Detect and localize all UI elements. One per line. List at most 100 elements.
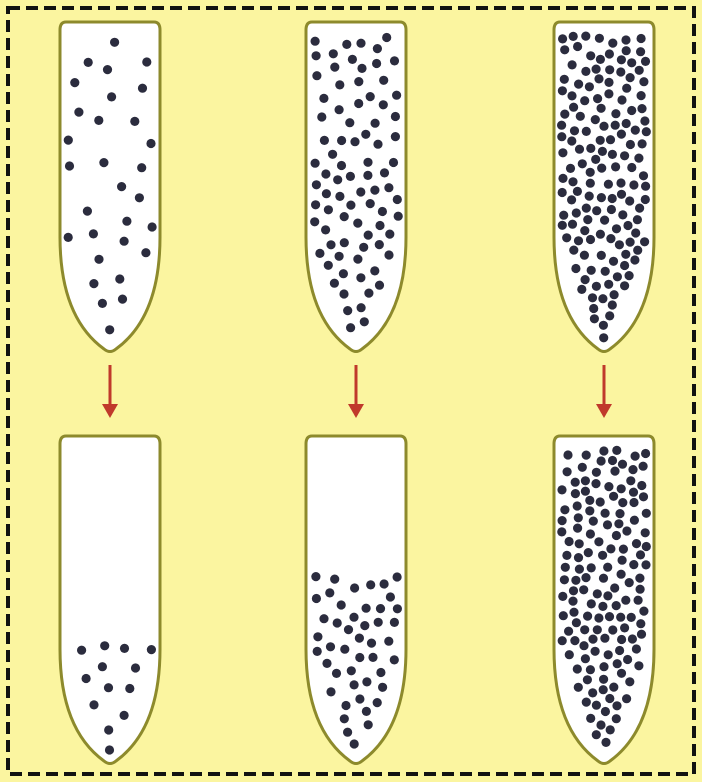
- particle-dot-icon: [605, 65, 614, 74]
- particle-dot-icon: [346, 172, 355, 181]
- particle-dot-icon: [596, 136, 605, 145]
- particle-dot-icon: [599, 446, 608, 455]
- particle-dot-icon: [633, 246, 642, 255]
- particle-dot-icon: [349, 613, 358, 622]
- particle-dot-icon: [311, 200, 320, 209]
- particle-dot-icon: [361, 130, 370, 139]
- particle-dot-icon: [582, 698, 591, 707]
- particle-dot-icon: [587, 599, 596, 608]
- particle-dot-icon: [583, 675, 592, 684]
- particle-dot-icon: [610, 467, 619, 476]
- particle-dot-icon: [628, 465, 637, 474]
- particle-dot-icon: [570, 636, 579, 645]
- particle-dot-icon: [559, 211, 568, 220]
- particle-dot-icon: [574, 513, 583, 522]
- particle-dot-icon: [557, 485, 566, 494]
- particle-dot-icon: [115, 274, 124, 283]
- particle-dot-icon: [560, 75, 569, 84]
- particle-dot-icon: [618, 498, 627, 507]
- particle-dot-icon: [604, 482, 613, 491]
- particle-dot-icon: [565, 537, 574, 546]
- particle-dot-icon: [313, 632, 322, 641]
- particle-dot-icon: [312, 71, 321, 80]
- particle-dot-icon: [567, 136, 576, 145]
- particle-dot-icon: [587, 266, 596, 275]
- particle-dot-icon: [563, 467, 572, 476]
- particle-dot-icon: [634, 154, 643, 163]
- particle-dot-icon: [618, 460, 627, 469]
- particle-dot-icon: [558, 188, 567, 197]
- particle-dot-icon: [635, 574, 644, 583]
- particle-dot-icon: [627, 58, 636, 67]
- particle-dot-icon: [579, 641, 588, 650]
- particle-dot-icon: [350, 739, 359, 748]
- tube-dense-before: [554, 22, 654, 352]
- particle-dot-icon: [589, 517, 598, 526]
- particle-dot-icon: [394, 212, 403, 221]
- particle-dot-icon: [98, 299, 107, 308]
- particle-dot-icon: [379, 100, 388, 109]
- particle-dot-icon: [558, 516, 567, 525]
- particle-dot-icon: [581, 654, 590, 663]
- particle-dot-icon: [598, 602, 607, 611]
- particle-dot-icon: [375, 240, 384, 249]
- particle-dot-icon: [578, 159, 587, 168]
- particle-dot-icon: [370, 266, 379, 275]
- particle-dot-icon: [310, 217, 319, 226]
- particle-dot-icon: [636, 619, 645, 628]
- particle-dot-icon: [364, 231, 373, 240]
- particle-dot-icon: [562, 551, 571, 560]
- particle-dot-icon: [138, 84, 147, 93]
- particle-dot-icon: [573, 187, 582, 196]
- particle-dot-icon: [632, 539, 641, 548]
- particle-dot-icon: [337, 161, 346, 170]
- particle-dot-icon: [617, 484, 626, 493]
- particle-dot-icon: [83, 207, 92, 216]
- particle-dot-icon: [104, 683, 113, 692]
- particle-dot-icon: [620, 281, 629, 290]
- particle-dot-icon: [120, 711, 129, 720]
- particle-dot-icon: [641, 528, 650, 537]
- particle-dot-icon: [118, 295, 127, 304]
- particle-dot-icon: [384, 250, 393, 259]
- particle-dot-icon: [557, 527, 566, 536]
- particle-dot-icon: [573, 42, 582, 51]
- particle-dot-icon: [375, 221, 384, 230]
- particle-dot-icon: [356, 39, 365, 48]
- particle-dot-icon: [599, 662, 608, 671]
- particle-dot-icon: [603, 520, 612, 529]
- particle-dot-icon: [637, 630, 646, 639]
- particle-dot-icon: [332, 669, 341, 678]
- particle-dot-icon: [312, 594, 321, 603]
- particle-dot-icon: [130, 117, 139, 126]
- particle-dot-icon: [617, 669, 626, 678]
- particle-dot-icon: [568, 220, 577, 229]
- particle-dot-icon: [580, 625, 589, 634]
- particle-dot-icon: [630, 255, 639, 264]
- particle-dot-icon: [373, 698, 382, 707]
- particle-dot-icon: [107, 92, 116, 101]
- particle-dot-icon: [636, 585, 645, 594]
- particle-dot-icon: [592, 282, 601, 291]
- particle-dot-icon: [606, 544, 615, 553]
- particle-dot-icon: [574, 683, 583, 692]
- particle-dot-icon: [99, 158, 108, 167]
- particle-dot-icon: [391, 112, 400, 121]
- particle-dot-icon: [605, 612, 614, 621]
- particle-dot-icon: [350, 680, 359, 689]
- particle-dot-icon: [322, 659, 331, 668]
- particle-dot-icon: [594, 613, 603, 622]
- particle-dot-icon: [340, 645, 349, 654]
- particle-dot-icon: [558, 221, 567, 230]
- particle-dot-icon: [326, 687, 335, 696]
- particle-dot-icon: [586, 235, 595, 244]
- particle-dot-icon: [591, 647, 600, 656]
- particle-dot-icon: [609, 683, 618, 692]
- particle-dot-icon: [337, 600, 346, 609]
- tube-sparse-after: [60, 436, 160, 764]
- particle-dot-icon: [94, 255, 103, 264]
- particle-dot-icon: [598, 147, 607, 156]
- particle-dot-icon: [625, 578, 634, 587]
- particle-dot-icon: [573, 524, 582, 533]
- particle-dot-icon: [343, 728, 352, 737]
